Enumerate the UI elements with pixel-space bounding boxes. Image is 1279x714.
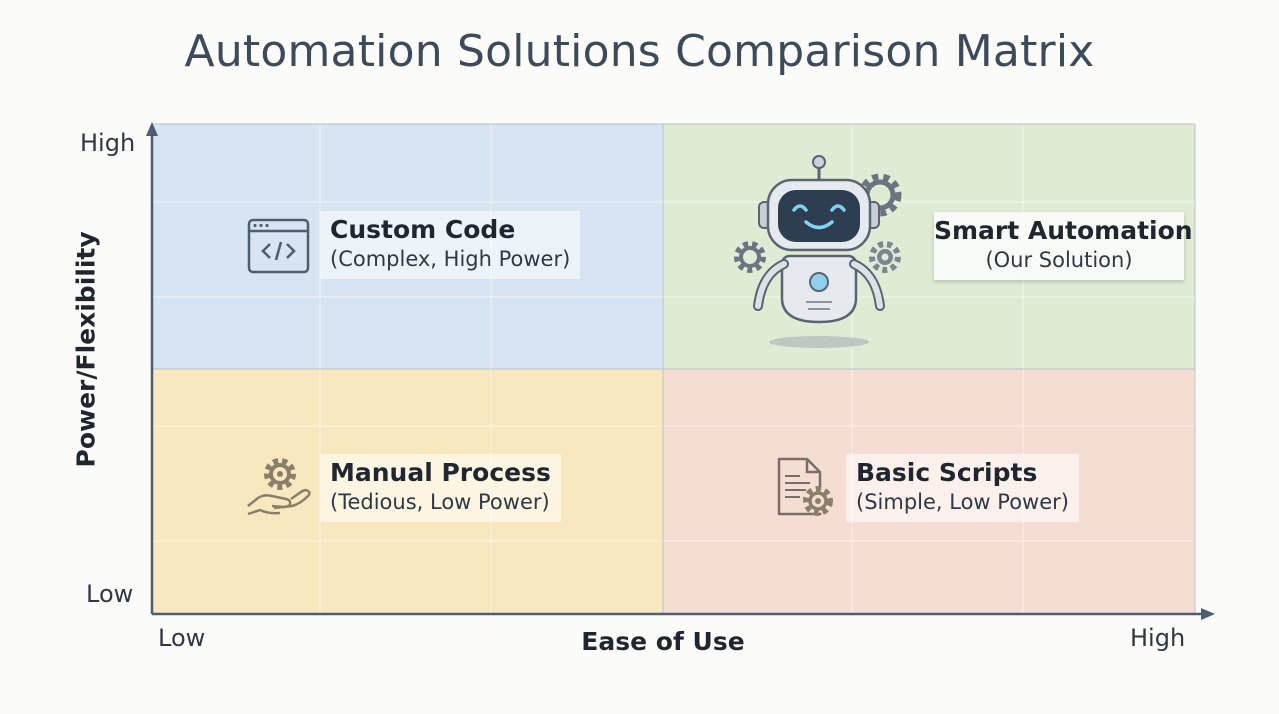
smart-automation-name: Smart Automation [934, 216, 1193, 245]
basic-scripts-label: Basic Scripts (Simple, Low Power) [846, 454, 1079, 522]
x-axis-title: Ease of Use [581, 627, 745, 656]
x-axis-high-label: High [1130, 624, 1186, 652]
page-title: Automation Solutions Comparison Matrix [184, 26, 1095, 77]
manual-process-desc: (Tedious, Low Power) [330, 490, 550, 514]
y-axis-arrow [146, 122, 158, 136]
axes [150, 132, 1206, 616]
custom-code-name: Custom Code [330, 215, 516, 244]
y-axis-low-label: Low [86, 580, 134, 608]
x-axis-arrow [1201, 608, 1215, 620]
manual-process-label: Manual Process (Tedious, Low Power) [320, 454, 561, 522]
robot-icon [734, 155, 902, 348]
code-window-icon [247, 218, 310, 274]
smart-automation-desc: (Our Solution) [985, 248, 1133, 272]
x-axis-low-label: Low [158, 624, 206, 652]
smart-automation-label: Smart Automation (Our Solution) [934, 212, 1193, 280]
y-axis-high-label: High [80, 129, 136, 157]
script-document-icon [777, 457, 833, 516]
basic-scripts-name: Basic Scripts [856, 458, 1038, 487]
custom-code-label: Custom Code (Complex, High Power) [320, 211, 581, 279]
basic-scripts-desc: (Simple, Low Power) [856, 490, 1069, 514]
manual-process-name: Manual Process [330, 458, 551, 487]
hand-gear-icon [247, 458, 311, 516]
y-axis-title: Power/Flexibility [71, 231, 101, 468]
custom-code-desc: (Complex, High Power) [330, 247, 571, 271]
